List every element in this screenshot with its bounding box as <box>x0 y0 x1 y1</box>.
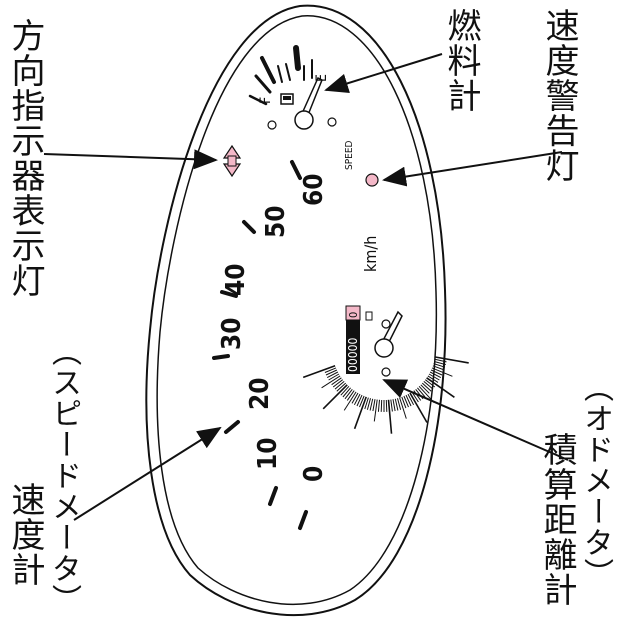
speed-number: 40 <box>221 263 251 296</box>
label-turn-signal: 方向指示器表示灯 <box>5 18 45 298</box>
fuel-full-label: F <box>258 97 274 104</box>
speed-tick <box>325 369 338 376</box>
speed-tick <box>394 398 399 411</box>
speed-tick <box>430 369 443 376</box>
speed-number: 10 <box>253 437 283 470</box>
speed-tick <box>434 358 447 363</box>
arrow-odometer <box>382 379 569 461</box>
speed-tick <box>321 375 341 389</box>
speed-tick <box>407 393 415 406</box>
label-speed-warning: 速度警告灯 <box>539 8 579 183</box>
turn-signal-indicator <box>222 144 242 178</box>
fuel-empty-label: E <box>314 74 330 82</box>
speed-lamp-text: SPEED <box>344 140 355 170</box>
speed-tick <box>424 379 436 388</box>
arrow-turn-signal <box>43 149 218 170</box>
speed-number: 0 <box>299 466 329 482</box>
fuel-needle-hub <box>294 110 314 130</box>
fuel-gauge-graphic: F E <box>248 45 337 130</box>
speed-tick <box>322 384 348 410</box>
speed-tick <box>346 390 355 401</box>
speed-tick <box>351 392 359 404</box>
speed-tick <box>356 394 363 407</box>
odometer-digits: 00000 <box>346 338 360 372</box>
speed-tick <box>373 399 378 422</box>
speed-tick <box>302 365 336 379</box>
odometer-graphic: 00000 0 <box>345 305 403 377</box>
speed-tick <box>399 397 407 419</box>
speed-number: 20 <box>245 377 275 410</box>
speed-tick <box>392 399 396 412</box>
label-speedometer-english: （スピードメータ） <box>46 336 81 615</box>
speed-tick <box>372 399 376 412</box>
speed-tick <box>343 391 357 411</box>
speed-unit-label: km/h <box>361 236 380 272</box>
arrow-fuel-gauge <box>324 53 443 94</box>
speed-tick <box>432 365 445 371</box>
speed-tick <box>390 399 393 412</box>
speed-tick <box>426 377 455 398</box>
speed-tick <box>359 395 365 408</box>
speed-number: 30 <box>217 317 247 350</box>
speed-tick <box>387 399 393 434</box>
label-fuel-gauge: 燃料計 <box>441 8 481 113</box>
speed-tick <box>431 367 453 377</box>
label-odometer: 積算距離計 <box>537 432 577 607</box>
speed-tick <box>409 392 428 423</box>
speed-tick <box>417 387 426 398</box>
speed-tick <box>380 399 383 412</box>
speed-tick <box>421 382 432 392</box>
speed-major-dashes <box>212 160 308 530</box>
speed-tick <box>364 397 369 410</box>
speed-tick <box>397 398 402 410</box>
speed-tick <box>429 371 442 379</box>
speed-tick <box>353 393 361 406</box>
speed-tick <box>340 385 350 396</box>
speed-tick <box>405 394 412 407</box>
speed-tick <box>420 384 430 394</box>
speed-warning-lamp: SPEED <box>344 140 379 187</box>
speed-tick <box>427 375 439 383</box>
speed-tick <box>366 398 371 410</box>
speed-tick <box>342 387 351 398</box>
speed-warning-lamp-dot <box>365 173 379 187</box>
speed-tick <box>324 367 337 373</box>
speed-tick <box>435 356 469 364</box>
speed-tick <box>332 379 344 388</box>
speed-tick <box>385 399 388 412</box>
leader-lines <box>43 53 569 521</box>
arrow-speed-warning <box>382 151 563 187</box>
meter-housing-outer <box>145 4 447 617</box>
speed-tick <box>353 396 367 430</box>
speed-tick <box>336 382 347 392</box>
label-odometer-english: （オドメータ） <box>578 372 613 589</box>
speed-tick <box>434 361 446 366</box>
meter-housing-inner <box>156 15 438 606</box>
speed-tick <box>326 371 339 379</box>
speed-tick <box>428 373 440 381</box>
speed-number: 60 <box>299 173 329 206</box>
speed-tick <box>433 363 446 368</box>
odometer-display <box>346 306 360 374</box>
speed-tick <box>401 396 407 409</box>
arrow-speedometer <box>73 426 222 521</box>
odometer-tenth: 0 <box>347 312 360 318</box>
speed-tick <box>377 399 380 412</box>
speed-tick <box>334 381 345 390</box>
speed-number: 50 <box>261 205 291 238</box>
speed-tick <box>344 388 353 400</box>
speed-tick <box>369 398 374 411</box>
speed-scale-ticks <box>302 356 469 434</box>
speed-tick <box>328 373 340 381</box>
speed-tick <box>423 381 434 390</box>
label-speedometer: 速度計 <box>5 482 45 587</box>
speed-tick <box>331 377 342 386</box>
